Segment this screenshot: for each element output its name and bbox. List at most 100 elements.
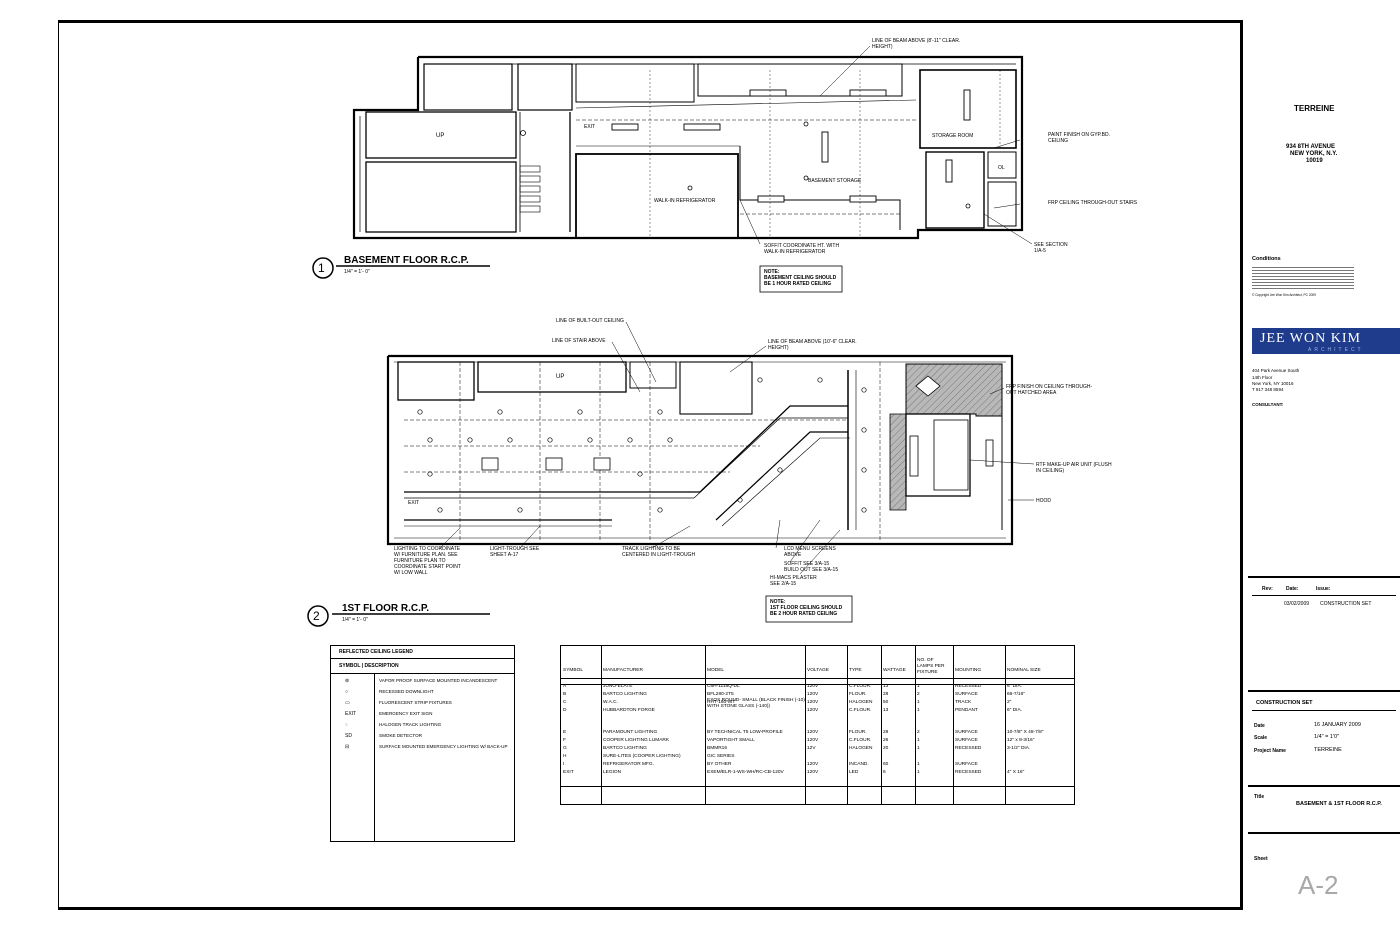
basement-ol-label: OL — [998, 165, 1005, 171]
schedule-cell: HUBBARDTON FORGE — [603, 708, 655, 713]
schedule-cell: LED — [849, 770, 859, 775]
floor-plans-svg — [307, 45, 1035, 627]
sheet-border-top — [58, 20, 1240, 23]
basement-drawing-scale: 1/4" = 1'- 0" — [344, 269, 370, 275]
track-lighting-note: TRACK LIGHTING TO BE CENTERED IN LIGHT-T… — [622, 546, 696, 558]
schedule-header-cell: SYMBOL — [563, 668, 583, 673]
built-out-note: LINE OF BUILT-OUT CEILING — [556, 318, 624, 324]
schedule-header-cell: NOMINAL SIZE — [1007, 668, 1041, 673]
schedule-cell: C — [563, 700, 567, 705]
schedule-column-line — [805, 646, 806, 804]
stair-above-note: LINE OF STAIR ABOVE — [552, 338, 606, 344]
schedule-cell: EXOS ROUND- SMALL (BLACK FINISH (-10) WI… — [707, 698, 805, 709]
schedule-cell: BARTCO LIGHTING — [603, 746, 647, 751]
schedule-cell: 12" x 8-3/16" — [1007, 738, 1035, 743]
schedule-cell: 1 — [917, 746, 920, 751]
frp-hatched-note: FRP FINISH ON CEILING THROUGH-OUT HATCHE… — [1006, 384, 1093, 396]
basement-drawing-title: BASEMENT FLOOR R.C.P. — [344, 255, 469, 266]
schedule-column-line — [847, 646, 848, 804]
project-address-2: NEW YORK, N.Y. — [1290, 151, 1338, 157]
legend-symbol: EXIT — [345, 711, 357, 717]
project-address-3: 10019 — [1306, 158, 1323, 164]
schedule-cell: HHT-160-WT — [707, 700, 736, 705]
schedule-cell: VAPORTIGHT SMALL — [707, 738, 755, 743]
schedule-cell: FLOUR. — [849, 692, 867, 697]
schedule-header-cell: VOLTAGE — [807, 668, 829, 673]
sheet-label: Sheet — [1254, 856, 1268, 862]
schedule-cell: C.FLOUR. — [849, 708, 872, 713]
schedule-cell: 1 — [917, 762, 920, 767]
schedule-cell: 50 — [883, 700, 889, 705]
lcd-menu-note: LCD MENU SCREENS ABOVE — [784, 546, 836, 558]
first-floor-plan — [386, 321, 1035, 575]
schedule-cell: EXEM/ELR-1-WS-WH/RC-CB-120V — [707, 770, 784, 775]
storage-room-label: STORAGE ROOM — [932, 133, 974, 139]
basement-note: NOTE: BASEMENT CEILING SHOULD BE 1 HOUR … — [764, 269, 837, 287]
basement-walkin-label: WALK-IN REFRIGERATOR — [654, 198, 716, 204]
first-floor-note: NOTE: 1ST FLOOR CEILING SHOULD BE 2 HOUR… — [770, 599, 843, 617]
schedule-header-cell: NO. OF LAMPS PER FIXTURE — [917, 658, 945, 675]
sheet-border-bottom — [58, 907, 1240, 910]
schedule-cell: INCAND. — [849, 762, 869, 767]
legend-symbol: ○ — [345, 689, 349, 695]
reflected-ceiling-legend: REFLECTED CEILING LEGEND SYMBOL | DESCRI… — [330, 645, 515, 842]
schedule-cell: 13 — [883, 684, 889, 689]
basement-plan — [352, 45, 1033, 245]
architect-logo-sub: ARCHITECT — [1308, 347, 1364, 353]
schedule-cell: BMMR16 — [707, 746, 727, 751]
project-value: TERREINE — [1314, 747, 1342, 753]
legend-symbol: SD — [345, 733, 352, 739]
schedule-row-line — [561, 684, 1074, 685]
architect-logo: JEE WON KIM ARCHITECT — [1252, 328, 1400, 354]
date-value: 16 JANUARY 2009 — [1314, 722, 1361, 728]
schedule-cell: EXIT — [563, 770, 574, 775]
schedule-column-line — [915, 646, 916, 804]
date-header: Date: — [1286, 586, 1299, 592]
schedule-cell: 1 — [917, 684, 920, 689]
first-floor-title-graphic — [307, 605, 490, 627]
schedule-cell: COOPER LIGHTING LUMARK — [603, 738, 670, 743]
schedule-column-line — [601, 646, 602, 804]
legend-description: RECESSED DOWNLIGHT — [379, 689, 434, 694]
rev-date: 03/02/2009 — [1284, 601, 1310, 607]
build-out-note: BUILD OUT SEE 3/A-15 — [784, 567, 839, 573]
schedule-cell: 6 — [883, 770, 886, 775]
rev-issue: CONSTRUCTION SET — [1320, 601, 1372, 607]
basement-drawing-number: 1 — [318, 261, 325, 275]
architect-phone: T 917 348 8594 — [1252, 387, 1284, 392]
schedule-cell: SURFACE — [955, 738, 978, 743]
consultant-label: CONSULTANT: — [1252, 402, 1284, 407]
soffit-note: SOFFIT SEE 3/A-15 — [784, 561, 830, 567]
schedule-cell: 120V — [807, 692, 819, 697]
schedule-cell: 1 — [917, 738, 920, 743]
schedule-column-line — [953, 646, 954, 804]
legend-header: SYMBOL | DESCRIPTION — [339, 663, 399, 669]
scale-value: 1/4" = 1'0" — [1314, 734, 1339, 740]
schedule-cell: BFL280-2T5 — [707, 692, 734, 697]
schedule-cell: I — [563, 762, 565, 767]
legend-symbol: ▭ — [345, 700, 350, 706]
schedule-cell: F — [563, 738, 566, 743]
schedule-header-cell: TYPE — [849, 668, 862, 673]
project-name: TERREINE — [1294, 104, 1335, 113]
lighting-coordinate-note: LIGHTING TO COORDINATE W/ FURNITURE PLAN… — [394, 546, 461, 576]
title-block: TERREINE 934 8TH AVENUE NEW YORK, N.Y. 1… — [1248, 20, 1400, 910]
schedule-cell: BARTCO LIGHTING — [603, 692, 647, 697]
schedule-cell: BY OTHER — [707, 762, 732, 767]
schedule-cell: 10-7/8" X 48-7/8" — [1007, 730, 1044, 735]
schedule-cell: BY TECHNICAL T5 LOW-PROFILE — [707, 730, 783, 735]
schedule-cell: C.FLOUR. — [849, 738, 872, 743]
schedule-cell: 66-7/16" — [1007, 692, 1025, 697]
schedule-cell: 20 — [883, 746, 889, 751]
legend-description: HALOGEN TRACK LIGHTING — [379, 722, 442, 727]
project-label: Project Name — [1254, 748, 1286, 754]
architect-address-2: 14th Floor — [1252, 375, 1273, 380]
schedule-cell: SURE-LITES (COOPER LIGHTING) — [603, 754, 681, 759]
schedule-cell: TRACK — [955, 700, 972, 705]
schedule-cell: 12V — [807, 746, 816, 751]
schedule-cell: RECESSED — [955, 770, 982, 775]
schedule-header-cell: MOUNTING — [955, 668, 982, 673]
schedule-cell: SURFACE — [955, 762, 978, 767]
schedule-cell: RECESSED — [955, 684, 982, 689]
